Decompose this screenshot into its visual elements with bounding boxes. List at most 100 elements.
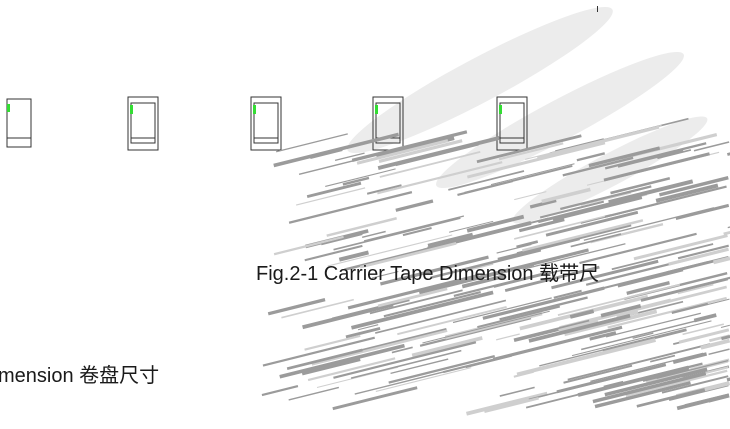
- smear-stripe: [430, 249, 542, 279]
- smear-stripe: [325, 168, 396, 187]
- smear-stripe: [557, 283, 681, 316]
- smear-stripe: [726, 377, 730, 382]
- smear-stripe: [632, 332, 654, 339]
- smear-stripe: [626, 281, 670, 295]
- smear-stripe: [371, 270, 399, 279]
- smear-stripe: [541, 187, 591, 204]
- smear-stripe: [682, 323, 725, 336]
- smear-stripe: [311, 329, 448, 366]
- smear-stripe: [576, 152, 606, 162]
- smear-stripe: [388, 355, 496, 384]
- smear-stripe: [571, 320, 712, 357]
- smear-stripe: [298, 152, 384, 175]
- smear-stripe: [477, 305, 561, 329]
- smear-stripe: [286, 348, 363, 371]
- smear-stripe: [288, 190, 413, 224]
- smear-stripe: [449, 220, 494, 233]
- smear-stripe: [720, 324, 730, 328]
- smear-stripe: [362, 230, 386, 239]
- smear-stripe: [288, 386, 340, 401]
- smear-stripe: [564, 309, 658, 337]
- smear-stripe: [592, 371, 707, 404]
- smear-stripe: [684, 393, 730, 407]
- smear-stripe: [379, 151, 481, 178]
- smear-stripe: [452, 297, 552, 324]
- smear-stripe: [380, 255, 489, 286]
- smear-stripe: [569, 309, 595, 319]
- smear-stripe: [672, 352, 708, 364]
- smear-stripe: [659, 176, 729, 197]
- smear-stripe: [677, 244, 729, 260]
- smear-stripe: [671, 302, 709, 315]
- smear-stripe: [655, 183, 719, 203]
- smear-band: [261, 117, 730, 416]
- smear-stripe: [604, 367, 708, 397]
- smear-stripe: [375, 299, 507, 334]
- smear-stripe: [306, 181, 362, 199]
- smear-stripe: [466, 214, 525, 233]
- smear-stripe: [675, 203, 730, 221]
- smear-stripe: [453, 271, 549, 298]
- smear-stripe: [514, 213, 612, 240]
- smear-stripe: [326, 217, 397, 237]
- smear-stripe: [625, 369, 728, 398]
- smear-stripe: [668, 247, 729, 266]
- smear-stripe: [347, 273, 480, 310]
- smear-stripe: [304, 334, 361, 351]
- smear-stripe: [610, 177, 671, 195]
- smear-stripe: [708, 348, 730, 356]
- smear-stripe: [581, 316, 710, 351]
- smear-stripe: [304, 244, 363, 262]
- smear-stripe: [391, 346, 413, 354]
- smear-stripe: [357, 324, 379, 331]
- smear-stripe: [321, 233, 363, 246]
- smear-stripe: [345, 326, 381, 339]
- smear-stripe: [656, 359, 729, 380]
- smear-stripe: [603, 380, 624, 389]
- smear-stripe: [273, 235, 344, 256]
- smear-stripe: [369, 289, 463, 315]
- smear-stripe: [594, 381, 691, 409]
- smear-stripe: [471, 248, 589, 281]
- smear-stripe: [562, 156, 634, 177]
- smear-stripe: [354, 368, 456, 395]
- smear-stripe: [377, 287, 448, 308]
- smear-stripe: [262, 336, 376, 367]
- tick-mark: [597, 6, 598, 12]
- smear-stripe: [528, 313, 631, 343]
- smear-stripe: [302, 302, 394, 330]
- smear-stripe: [356, 139, 449, 165]
- smear-stripe: [378, 139, 463, 164]
- smear-stripe: [605, 312, 702, 338]
- reel-caption: mension 卷盘尺寸: [0, 365, 160, 387]
- smear-stripe: [579, 232, 697, 265]
- smear-stripe: [516, 338, 657, 377]
- smear-stripe: [296, 187, 366, 206]
- smear-stripe: [640, 277, 729, 302]
- smear-stripe: [537, 202, 612, 224]
- smear-stripe: [590, 352, 704, 382]
- smear-stripe: [267, 298, 326, 316]
- smear-stripe: [484, 396, 539, 414]
- pocket-5: [496, 96, 528, 151]
- smear-stripe: [611, 243, 714, 271]
- smear-stripe: [525, 124, 662, 160]
- smear-stripe: [498, 142, 564, 161]
- smear-stripe: [704, 381, 730, 392]
- smear-stripe: [588, 146, 661, 168]
- smear-stripe: [359, 241, 457, 269]
- smear-stripe: [307, 357, 396, 382]
- smear-stripe: [563, 364, 633, 384]
- smear-stripe: [496, 333, 520, 341]
- smear-stripe: [518, 217, 565, 233]
- smear-stripe: [411, 336, 483, 358]
- smear-stripe: [383, 291, 481, 318]
- smear-stripe: [545, 210, 639, 237]
- smear-stripe: [342, 176, 370, 186]
- smear-stripe: [395, 142, 479, 167]
- smear-stripe: [499, 296, 588, 321]
- smear-stripe: [677, 283, 714, 295]
- smear-stripe: [709, 334, 730, 343]
- smear-stripe: [448, 170, 525, 191]
